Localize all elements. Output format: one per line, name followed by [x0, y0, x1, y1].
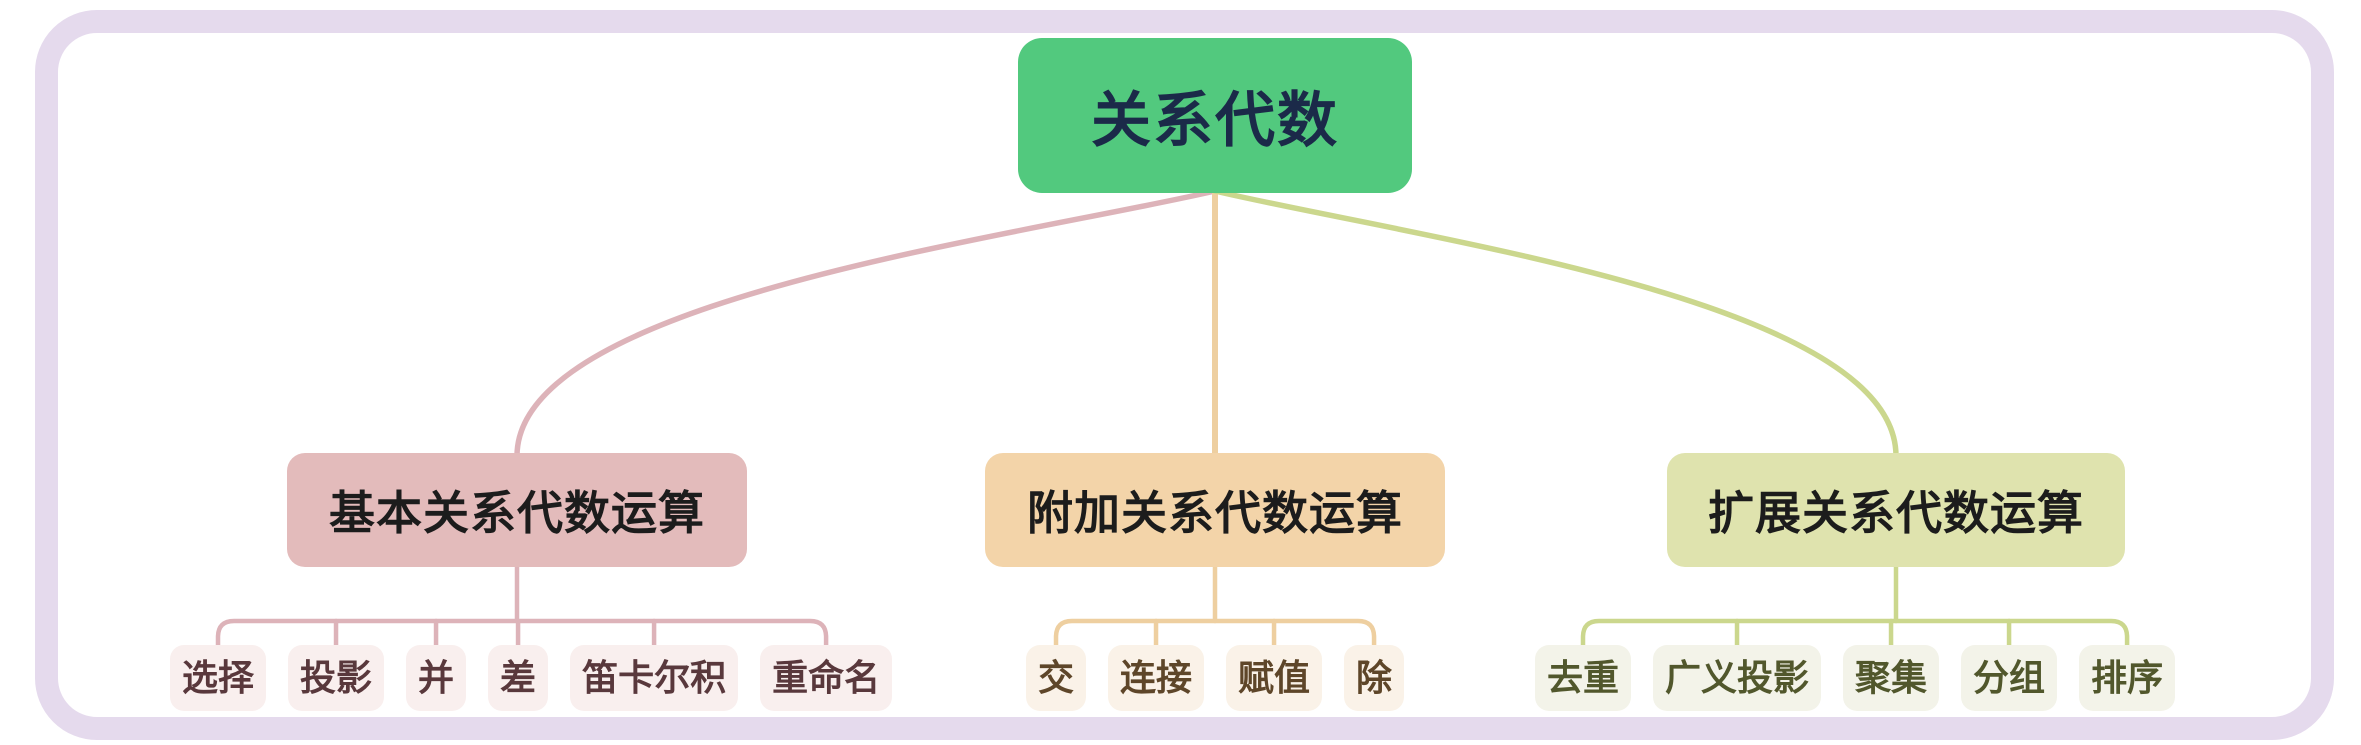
leaf-node-extended[interactable]: 排序 — [2079, 645, 2176, 711]
leaf-node-additional[interactable]: 赋值 — [1226, 645, 1323, 711]
leaf-group-additional: 交连接赋值除 — [1026, 645, 1405, 711]
leaf-node-basic[interactable]: 差 — [488, 645, 549, 711]
leaf-group-extended: 去重广义投影聚集分组排序 — [1535, 645, 2176, 711]
leaf-node-basic[interactable]: 选择 — [170, 645, 267, 711]
branch-header-extended-operations[interactable]: 扩展关系代数运算 — [1667, 453, 2125, 567]
leaf-node-extended[interactable]: 广义投影 — [1653, 645, 1822, 711]
leaf-node-basic[interactable]: 笛卡尔积 — [570, 645, 739, 711]
leaf-node-basic[interactable]: 投影 — [288, 645, 385, 711]
branch-header-additional-operations[interactable]: 附加关系代数运算 — [985, 453, 1445, 567]
leaf-node-additional[interactable]: 连接 — [1108, 645, 1205, 711]
root-node-relational-algebra[interactable]: 关系代数 — [1018, 38, 1412, 193]
leaf-group-basic: 选择投影并差笛卡尔积重命名 — [170, 645, 893, 711]
leaf-node-additional[interactable]: 除 — [1344, 645, 1405, 711]
leaf-node-extended[interactable]: 去重 — [1535, 645, 1632, 711]
leaf-node-basic[interactable]: 并 — [406, 645, 467, 711]
branch-header-basic-operations[interactable]: 基本关系代数运算 — [287, 453, 747, 567]
leaf-node-basic[interactable]: 重命名 — [760, 645, 893, 711]
leaf-node-extended[interactable]: 分组 — [1961, 645, 2058, 711]
leaf-node-extended[interactable]: 聚集 — [1843, 645, 1940, 711]
leaf-node-additional[interactable]: 交 — [1026, 645, 1087, 711]
